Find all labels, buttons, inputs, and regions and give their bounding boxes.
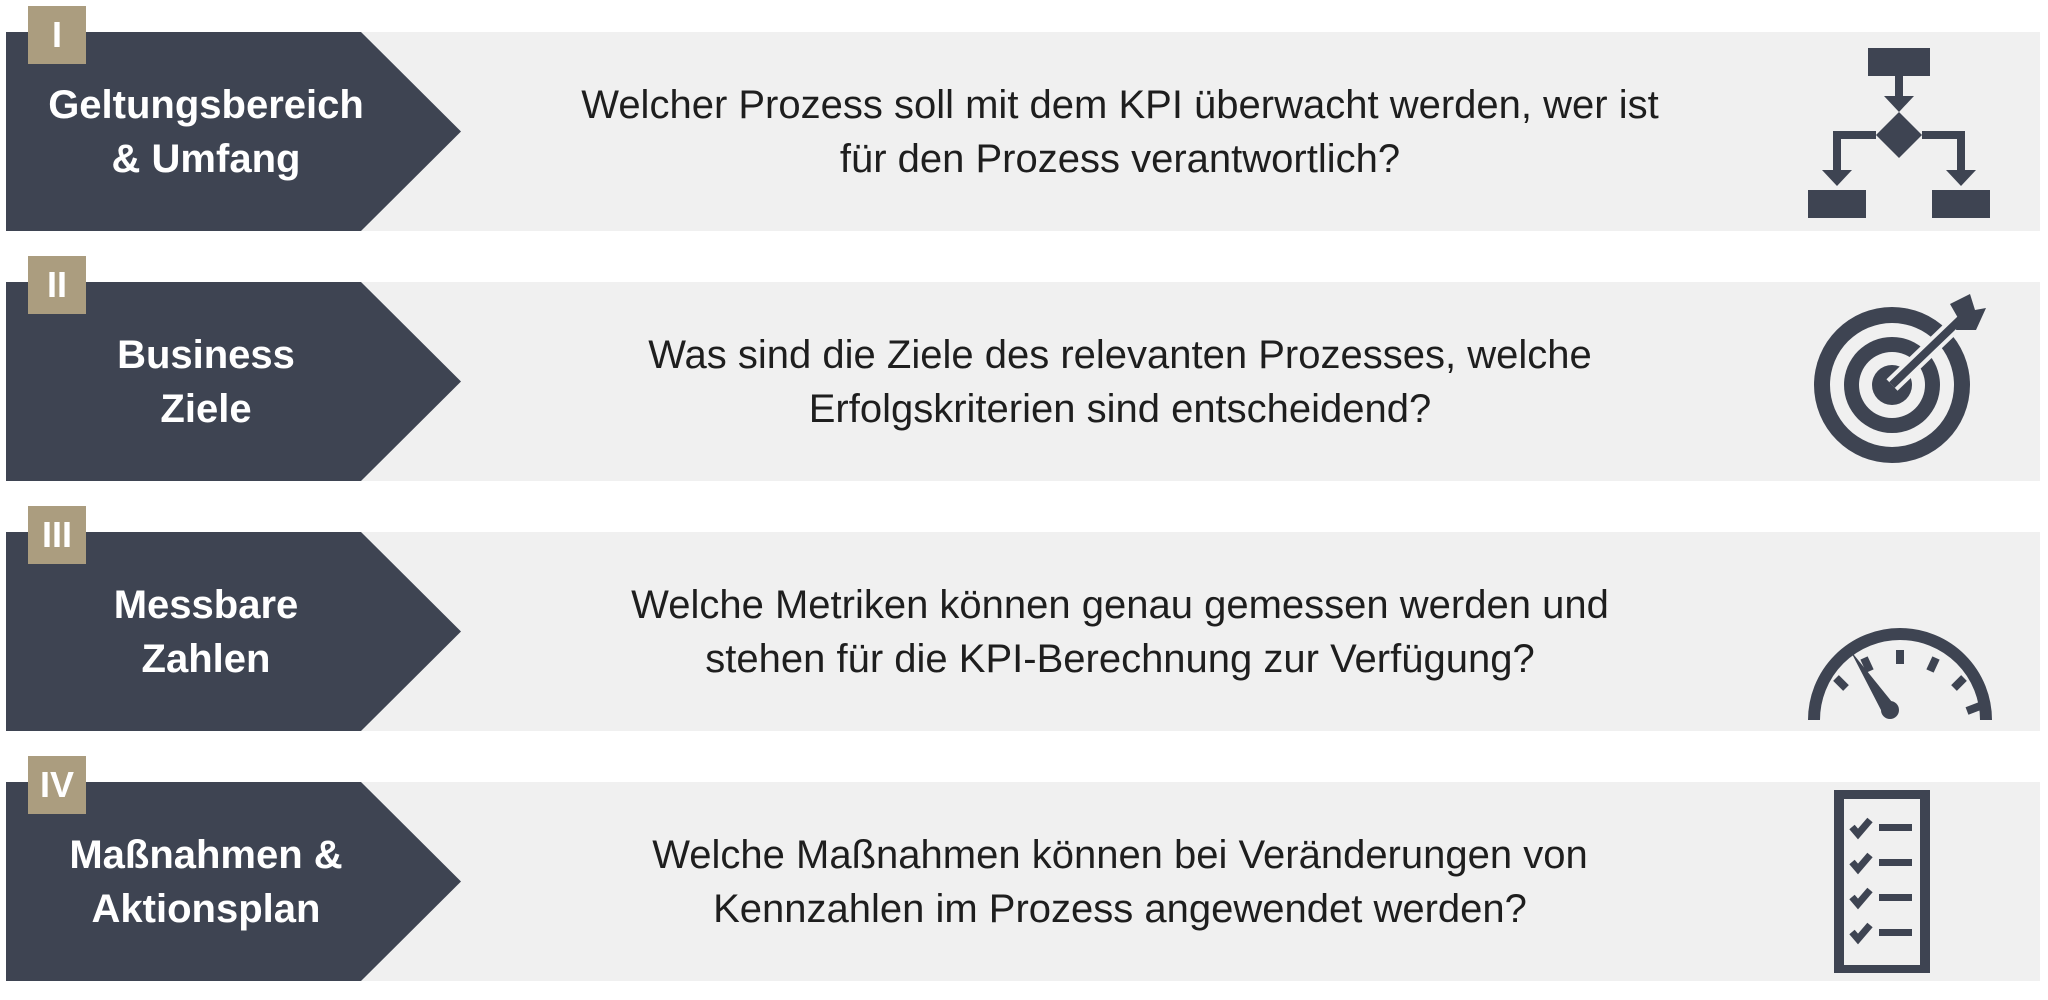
- checklist-icon: [1800, 789, 2000, 975]
- step-question: Was sind die Ziele des relevanten Prozes…: [648, 332, 1592, 431]
- step-arrow: [6, 532, 461, 731]
- step-question: Welcher Prozess soll mit dem KPI überwac…: [581, 82, 1659, 181]
- step-question: Welche Maßnahmen können bei Veränderunge…: [652, 832, 1588, 931]
- step-row-3: Messbare Zahlen III Welche Metriken könn…: [0, 500, 2048, 750]
- step-numeral-badge: III: [28, 506, 86, 564]
- step-title: Geltungsbereich & Umfang: [48, 82, 364, 181]
- step-title: Maßnahmen & Aktionsplan: [69, 832, 343, 931]
- flowchart-icon: [1800, 40, 2000, 223]
- step-title: Business Ziele: [117, 332, 295, 431]
- step-row-4: Maßnahmen & Aktionsplan IV Welche Maßnah…: [0, 750, 2048, 1000]
- step-numeral-badge: IV: [28, 756, 86, 814]
- step-numeral-badge: I: [28, 6, 86, 64]
- step-arrow: [6, 782, 461, 981]
- step-row-2: Business Ziele II Was sind die Ziele des…: [0, 250, 2048, 500]
- step-question: Welche Metriken können genau gemessen we…: [631, 582, 1609, 681]
- speedometer-icon: [1800, 540, 2000, 723]
- step-arrow: [6, 282, 461, 481]
- step-numeral-badge: II: [28, 256, 86, 314]
- target-icon: [1800, 290, 2000, 473]
- step-title: Messbare Zahlen: [113, 582, 299, 681]
- step-row-1: Geltungsbereich & Umfang I Welcher Proze…: [0, 0, 2048, 250]
- step-arrow: [6, 32, 461, 231]
